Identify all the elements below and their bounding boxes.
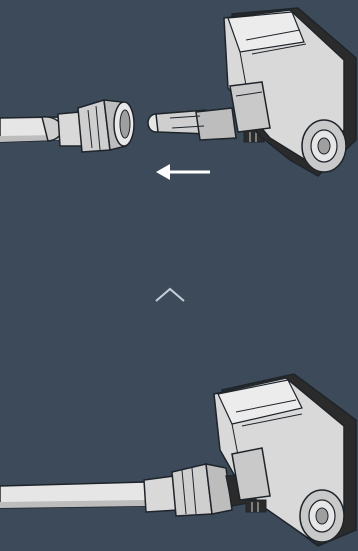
wand-tube-assembled [0, 481, 149, 509]
floor-head-assembled [213, 373, 357, 547]
step-2-illustration [0, 350, 358, 551]
left-arrow-icon [156, 164, 210, 180]
wand-connector [57, 99, 135, 153]
wand-connector-assembled [143, 463, 255, 517]
step-1-drawing [0, 7, 357, 180]
floor-head [223, 7, 357, 177]
step-2-drawing [0, 373, 357, 547]
step-1-illustration [0, 0, 358, 230]
chevron-up-icon [155, 287, 185, 302]
wand-tube [0, 116, 63, 143]
step-divider [150, 283, 190, 307]
floor-head-neck [147, 107, 265, 143]
